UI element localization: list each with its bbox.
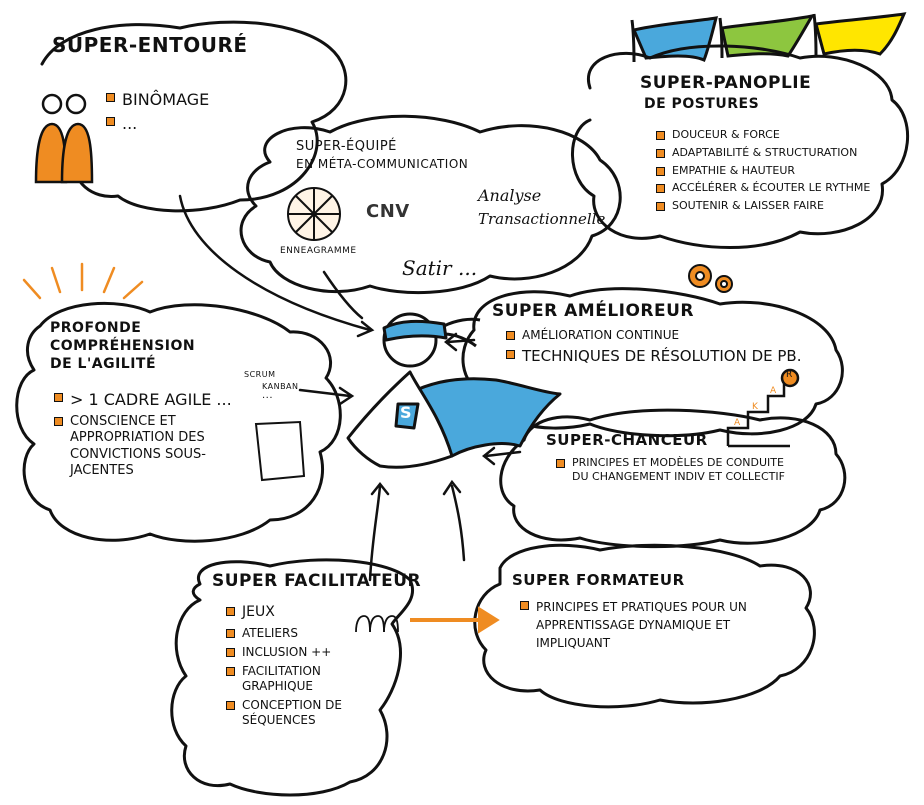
hero-emblem-letter: S xyxy=(400,403,413,422)
agilite-list: > 1 CADRE AGILE ... CONSCIENCE ET APPROP… xyxy=(54,390,264,483)
panoplie-title: SUPER-PANOPLIE xyxy=(640,73,812,93)
stairs-letter: A xyxy=(734,418,741,428)
stairs-letter: R xyxy=(786,370,793,380)
agilite-title-1: PROFONDE xyxy=(50,320,142,336)
flags xyxy=(630,12,907,63)
equipe-subtitle: EN MÉTA-COMMUNICATION xyxy=(296,157,469,171)
enneagram-icon xyxy=(287,187,341,241)
dots-label: ... xyxy=(262,390,274,401)
agilite-title-3: DE L'AGILITÉ xyxy=(50,356,157,372)
group-icon xyxy=(355,615,399,633)
list-item: JEUX xyxy=(226,604,376,622)
cloud-agilite xyxy=(15,301,342,543)
scrum-label: SCRUM xyxy=(244,370,276,379)
list-item: BINÔMAGE xyxy=(106,90,209,110)
facilitateur-list: JEUX ATELIERS INCLUSION ++ FACILITATION … xyxy=(226,604,376,732)
stairs-letter: A xyxy=(770,386,777,396)
chanceur-list: PRINCIPES ET MODÈLES DE CONDUITE DU CHAN… xyxy=(556,456,796,488)
list-item: AMÉLIORATION CONTINUE xyxy=(506,328,826,343)
list-item: TECHNIQUES DE RÉSOLUTION DE PB. xyxy=(506,347,812,366)
formateur-title: SUPER FORMATEUR xyxy=(512,571,685,589)
list-item: FACILITATION GRAPHIQUE xyxy=(226,664,362,694)
cloud-panoplie xyxy=(571,44,910,249)
cloud-facilitateur xyxy=(170,558,414,797)
list-item: ACCÉLÉRER & ÉCOUTER LE RYTHME xyxy=(656,181,870,195)
ameliorateur-list: AMÉLIORATION CONTINUE TECHNIQUES DE RÉSO… xyxy=(506,328,826,370)
list-item: SOUTENIR & LAISSER FAIRE xyxy=(656,199,870,213)
cloud-formateur xyxy=(473,543,816,709)
connector-arrows xyxy=(178,194,522,582)
sunburst xyxy=(22,262,144,300)
list-item: ATELIERS xyxy=(226,626,376,641)
entoure-list: BINÔMAGE ... xyxy=(106,90,209,139)
satir-label: Satir ... xyxy=(402,256,478,280)
formateur-list: PRINCIPES ET PRATIQUES POUR UN APPRENTIS… xyxy=(520,598,790,656)
panoplie-list: DOUCEUR & FORCE ADAPTABILITÉ & STRUCTURA… xyxy=(656,128,870,217)
enneagramme-label: ENNEAGRAMME xyxy=(280,246,357,256)
transactionnelle-label: Transactionnelle xyxy=(478,210,606,228)
entoure-title: SUPER-ENTOURÉ xyxy=(52,33,248,57)
list-item: CONSCIENCE ET APPROPRIATION DES CONVICTI… xyxy=(54,414,260,479)
analyse-label: Analyse xyxy=(478,186,542,205)
agilite-title-2: COMPRÉHENSION xyxy=(50,338,196,354)
list-item: > 1 CADRE AGILE ... xyxy=(54,390,264,410)
list-item: EMPATHIE & HAUTEUR xyxy=(656,164,870,178)
hero-mask xyxy=(382,319,448,342)
orange-arrow xyxy=(410,606,500,634)
list-item: PRINCIPES ET PRATIQUES POUR UN APPRENTIS… xyxy=(520,598,796,652)
flag-blue xyxy=(631,16,719,62)
list-item: INCLUSION ++ xyxy=(226,645,376,660)
cloud-equipe xyxy=(239,114,622,295)
people-icon xyxy=(34,93,94,184)
kanban-label: KANBAN xyxy=(262,382,299,391)
cnv-label: CNV xyxy=(366,201,410,222)
list-item: DOUCEUR & FORCE xyxy=(656,128,870,142)
panoplie-subtitle: DE POSTURES xyxy=(644,96,760,112)
list-item: PRINCIPES ET MODÈLES DE CONDUITE DU CHAN… xyxy=(556,456,802,484)
equipe-title: SUPER-ÉQUIPÉ xyxy=(296,139,397,154)
list-item: ... xyxy=(106,114,209,134)
paper-icon xyxy=(254,420,306,482)
hero-emblem xyxy=(394,402,420,430)
raka-stairs xyxy=(726,368,800,448)
ameliorateur-title: SUPER AMÉLIOREUR xyxy=(492,301,695,321)
facilitateur-title: SUPER FACILITATEUR xyxy=(212,571,422,591)
gears-icon xyxy=(688,264,733,293)
superhero-figure xyxy=(346,312,562,469)
chanceur-title: SUPER-CHANCEUR xyxy=(546,431,708,449)
hero-cape xyxy=(382,377,562,458)
stairs-letter: K xyxy=(752,402,759,412)
cloud-chanceur xyxy=(499,408,847,549)
flag-yellow xyxy=(814,12,907,56)
list-item: ADAPTABILITÉ & STRUCTURATION xyxy=(656,146,870,160)
cloud-entoure xyxy=(40,20,348,213)
list-item: CONCEPTION DE SÉQUENCES xyxy=(226,698,362,728)
